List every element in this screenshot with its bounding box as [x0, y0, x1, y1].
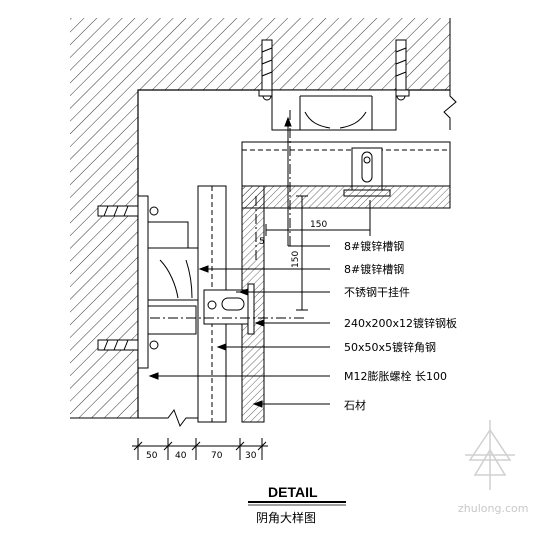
label-channel-top: 8#镀锌槽钢 — [344, 239, 404, 253]
horizontal-angle-steel — [241, 141, 451, 187]
label-bolt: M12膨胀螺栓 长100 — [344, 369, 447, 383]
dim-150-horizontal: 150 — [265, 200, 371, 236]
label-hanger: 不锈钢干挂件 — [344, 285, 410, 299]
dim-b40: 40 — [175, 451, 187, 461]
title-block: DETAIL 阴角大样图 — [248, 484, 346, 525]
left-channel — [147, 221, 199, 335]
title-detail: DETAIL — [268, 484, 318, 500]
centerlines — [150, 110, 304, 319]
label-channel-mid: 8#镀锌槽钢 — [344, 262, 404, 276]
dim-5: 5 — [259, 237, 265, 247]
dim-b30: 30 — [245, 451, 257, 461]
leader-lines — [148, 116, 330, 408]
stone-panel-top — [241, 185, 451, 209]
dim-b70: 70 — [211, 451, 223, 461]
dim-150-vertical: 150 — [291, 195, 308, 311]
dim-b50: 50 — [146, 451, 158, 461]
bottom-dimension-chain — [132, 438, 268, 460]
bolt-left-upper — [97, 205, 159, 217]
bolt-left-lower — [97, 339, 159, 351]
dim-150-v-text: 150 — [291, 251, 301, 268]
label-stone: 石材 — [344, 398, 366, 412]
title-subtitle: 阴角大样图 — [256, 510, 316, 525]
watermark-logo — [465, 420, 515, 490]
watermark-text: zhulong.com — [458, 502, 528, 515]
label-angle: 50x50x5镀锌角钢 — [344, 340, 436, 354]
label-plate: 240x200x12镀锌钢板 — [344, 316, 457, 330]
top-plate-and-channel — [271, 89, 397, 131]
dim-150-h-text: 150 — [310, 220, 327, 230]
dim-5-text: 5 — [259, 237, 265, 247]
left-plate-and-bolts — [97, 195, 159, 369]
